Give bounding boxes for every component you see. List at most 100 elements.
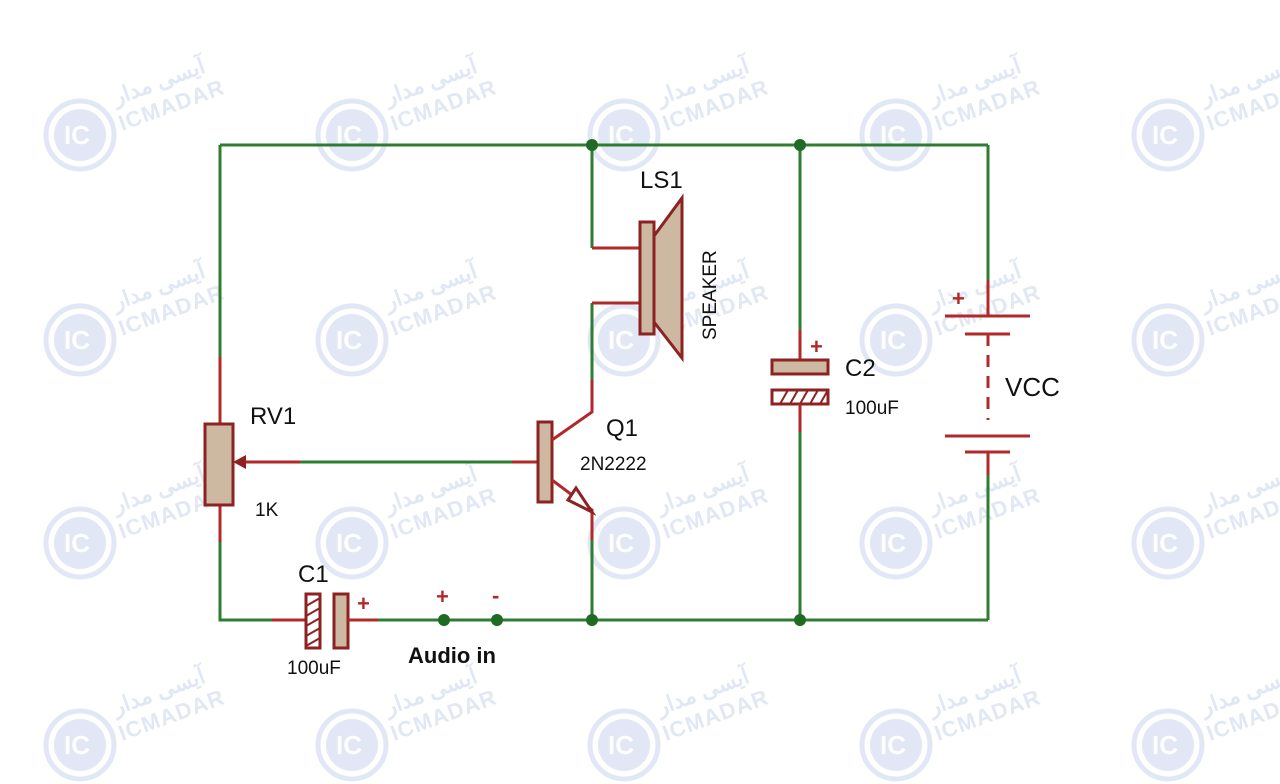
watermark-ring <box>859 98 933 172</box>
speaker-ls1: LS1 SPEAKER <box>592 167 721 363</box>
audio-plus-label: + <box>436 584 449 609</box>
audio-input: + - Audio in <box>408 583 503 668</box>
watermark-core <box>870 109 922 161</box>
junction-dot <box>586 614 598 626</box>
audio-plus-terminal <box>438 614 450 626</box>
capacitor-c2-ref: C2 <box>845 355 876 382</box>
junction-dot <box>794 614 806 626</box>
watermark-ring <box>315 303 389 377</box>
capacitor-c1-value: 100uF <box>287 658 341 679</box>
watermark-core <box>598 517 650 569</box>
watermark-core <box>326 314 378 366</box>
potentiometer-ref: RV1 <box>250 403 296 430</box>
watermark-core <box>326 109 378 161</box>
speaker-ref: LS1 <box>640 167 683 194</box>
watermark-badge: IC <box>880 325 906 355</box>
watermark-badge: IC <box>1152 120 1178 150</box>
audio-minus-label: - <box>492 583 499 608</box>
audio-minus-terminal <box>491 614 503 626</box>
junction-dot <box>586 139 598 151</box>
capacitor-c1-ref: C1 <box>298 561 329 588</box>
watermark-core <box>598 719 650 771</box>
watermark-ring <box>315 506 389 580</box>
watermark-ring <box>43 506 117 580</box>
watermark-ring <box>1131 98 1205 172</box>
watermark-badge: IC <box>64 120 90 150</box>
watermark-badge: IC <box>1152 325 1178 355</box>
watermark-badge: IC <box>64 528 90 558</box>
watermark-badge: IC <box>336 528 362 558</box>
watermark-badge: IC <box>64 730 90 760</box>
watermark-core <box>326 517 378 569</box>
potentiometer-value: 1K <box>255 500 279 521</box>
watermark-badge: IC <box>336 730 362 760</box>
watermark-ring <box>43 708 117 782</box>
watermark-core <box>1142 719 1194 771</box>
watermark-badge: IC <box>1152 528 1178 558</box>
watermark-core <box>54 109 106 161</box>
watermark-badge: IC <box>1152 730 1178 760</box>
watermark-ring <box>1131 708 1205 782</box>
watermark-ring <box>587 708 661 782</box>
capacitor-c1-polarity: + <box>357 591 370 616</box>
watermark-core <box>1142 314 1194 366</box>
audio-in-label: Audio in <box>408 643 496 668</box>
watermark-core <box>326 719 378 771</box>
watermark-core <box>598 314 650 366</box>
watermark-core <box>870 517 922 569</box>
battery-ref: VCC <box>1005 372 1060 402</box>
watermark-ring <box>587 506 661 580</box>
watermark-core <box>598 109 650 161</box>
watermark-ring <box>315 98 389 172</box>
watermark-ring <box>859 303 933 377</box>
watermark-core <box>870 314 922 366</box>
watermark-core <box>1142 517 1194 569</box>
watermark-ring <box>587 98 661 172</box>
watermark-badge: IC <box>608 528 634 558</box>
speaker-value: SPEAKER <box>700 250 721 340</box>
watermark-ring <box>859 506 933 580</box>
watermark-badge: IC <box>880 528 906 558</box>
battery-vcc: + VCC <box>945 280 1060 475</box>
watermark-core <box>54 719 106 771</box>
transistor-value: 2N2222 <box>580 454 647 475</box>
capacitor-c1: C1 + 100uF <box>272 561 378 679</box>
capacitor-c2-polarity: + <box>810 334 823 359</box>
wires <box>218 143 990 622</box>
watermark-ring <box>315 708 389 782</box>
capacitor-c2: + C2 100uF <box>770 330 899 432</box>
watermark-badge: IC <box>336 325 362 355</box>
junctions <box>586 139 806 626</box>
battery-polarity: + <box>952 286 965 311</box>
transistor-q1: Q1 2N2222 <box>512 380 647 540</box>
watermark-core <box>54 314 106 366</box>
watermark-ring <box>587 303 661 377</box>
watermark-ring <box>1131 303 1205 377</box>
watermark-badge: IC <box>608 730 634 760</box>
watermark-core <box>1142 109 1194 161</box>
watermark-badge: IC <box>880 730 906 760</box>
transistor-ref: Q1 <box>606 415 638 442</box>
potentiometer-rv1: RV1 1K <box>203 357 300 542</box>
junction-dot <box>794 139 806 151</box>
watermark-ring <box>859 708 933 782</box>
capacitor-c2-value: 100uF <box>845 398 899 419</box>
